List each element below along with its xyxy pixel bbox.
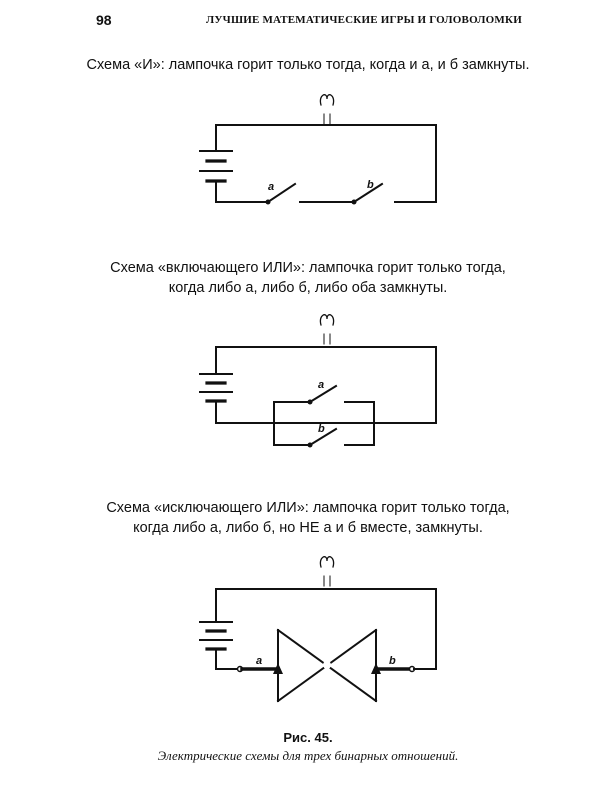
lightbulb-icon [315,551,339,587]
switch-b-label: b [389,655,396,667]
xor-description-line: Схема «исключающего ИЛИ»: лампочка горит… [106,500,510,516]
xor-description-line: когда либо а, либо б, но НЕ а и б вместе… [133,520,483,536]
or-description-line: когда либо а, либо б, либо оба замкнуты. [168,280,448,296]
and-description: Схема «И»: лампочка горит только тогда, … [0,55,616,75]
battery-icon [199,373,233,403]
figure-caption: Электрические схемы для трех бинарных от… [157,748,459,763]
switch-b [307,427,338,448]
switch-b-label: b [367,179,374,191]
xor-circuit-diagram: a b [199,551,437,703]
two-way-switch-network [276,628,378,703]
switch-a [265,182,297,205]
battery-icon [199,621,233,651]
or-description-line: Схема «включающего ИЛИ»: лампочка горит … [110,260,506,276]
switch-a-label: a [318,379,324,391]
switch-b-label: b [318,423,325,435]
switch-a [307,384,338,405]
switch-a-label: a [256,655,262,667]
switch-a-label: a [268,181,274,193]
running-head: Лучшие математические игры и головоломки [206,14,522,26]
and-description-line: Схема «И»: лампочка горит только тогда, … [86,57,530,73]
xor-description: Схема «исключающего ИЛИ»: лампочка горит… [0,498,616,538]
page-number: 98 [96,12,112,28]
lightbulb-icon [315,309,339,345]
arrow-icon [273,663,381,674]
or-circuit-diagram: a b [199,309,437,448]
and-circuit-diagram: a b [199,89,437,205]
figure-label: Рис. 45. [283,730,333,745]
battery-icon [199,150,233,183]
lightbulb-icon [315,89,339,125]
switch-b [351,182,384,205]
or-description: Схема «включающего ИЛИ»: лампочка горит … [0,258,616,298]
